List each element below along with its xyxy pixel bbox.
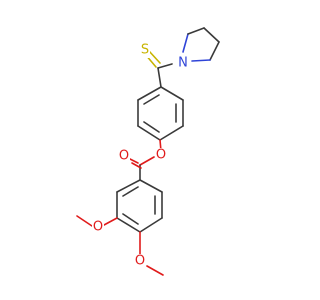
lower-ring-bond-1	[139, 179, 163, 193]
methoxy-oxygen-3-label-bg	[92, 220, 104, 234]
lower-ring-double-3	[122, 213, 139, 225]
carbonyl-oxygen-label-bg	[118, 150, 130, 164]
upper-ring-bond-4	[137, 125, 161, 141]
lower-ring-bond-6	[116, 179, 141, 193]
bond-c-s-2	[148, 50, 161, 64]
bond-c-ring-top	[157, 67, 162, 88]
methoxy-groups	[76, 215, 164, 276]
bond-o3-methyl	[76, 215, 93, 227]
bond-o4-methyl	[146, 265, 164, 276]
bond-ring-top-left	[187, 27, 205, 35]
lower-ring-bond-4	[116, 217, 141, 233]
molecule-structure-diagram: S N O O O O	[76, 27, 220, 276]
bond-n-c-ring-bottom	[191, 59, 211, 62]
lower-benzene-ring	[116, 179, 163, 233]
bond-ring-right	[209, 41, 220, 61]
lower-ring-double-2	[122, 186, 139, 197]
upper-ring-bond-1	[160, 86, 184, 101]
methoxy-oxygen-4-label-bg	[134, 254, 146, 268]
upper-ring-bond-6	[137, 86, 162, 101]
upper-ring-bond-3	[159, 125, 184, 141]
nitrogen-atom-label: N	[178, 56, 188, 71]
nitrogen-label-bg	[177, 57, 189, 71]
methoxy-oxygen-4-atom-label: O	[135, 254, 145, 269]
pyrrolidine-ring	[182, 27, 220, 62]
bond-o-carbonyl-c	[139, 156, 155, 166]
upper-benzene-ring	[137, 86, 184, 141]
methoxy-oxygen-3-atom-label: O	[93, 220, 103, 235]
bond-ring-top-right	[203, 27, 220, 43]
sulfur-atom-label: S	[141, 43, 149, 58]
bond-c-o-double-2	[131, 162, 142, 169]
upper-ring-double-3	[143, 121, 160, 133]
bond-n-c-ring-left	[182, 33, 189, 53]
bond-c-n	[157, 63, 173, 69]
upper-ring-double-2	[143, 94, 160, 105]
bond-c-o-double-1	[129, 158, 139, 164]
bond-ring-o-3	[103, 217, 118, 226]
lower-ring-bond-3	[139, 217, 163, 233]
carbonyl-oxygen-atom-label: O	[119, 149, 129, 164]
atom-labels: S N O O O O	[92, 43, 189, 269]
ester-oxygen-label-bg	[155, 148, 167, 162]
ester-oxygen-atom-label: O	[156, 148, 166, 163]
sulfur-label-bg	[139, 44, 150, 58]
